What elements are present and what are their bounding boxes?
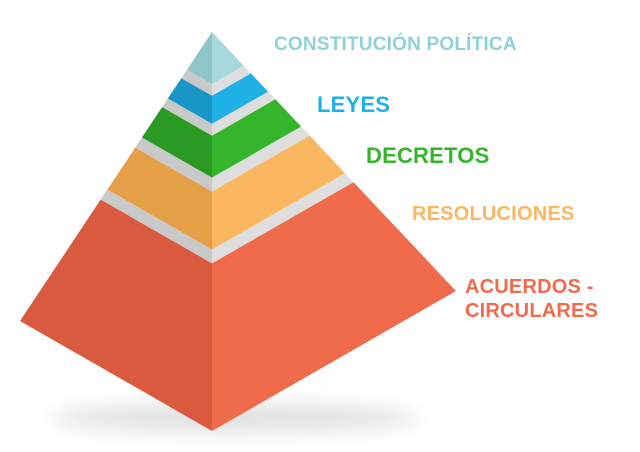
separator-right-1 bbox=[212, 126, 310, 192]
level-0-left-face bbox=[187, 32, 212, 84]
level-label-constitucion: CONSTITUCIÓN POLÍTICA bbox=[274, 34, 517, 55]
level-label-leyes: LEYES bbox=[317, 92, 391, 117]
level-2-right-face bbox=[212, 99, 302, 178]
separator-left-3 bbox=[181, 69, 212, 96]
level-1-right-face bbox=[212, 73, 269, 124]
separator-left-2 bbox=[162, 98, 212, 136]
level-1-left-face bbox=[167, 78, 212, 124]
separator-right-3 bbox=[212, 65, 251, 96]
separator-left-1 bbox=[135, 137, 212, 192]
separator-right-0 bbox=[212, 173, 354, 264]
separator-left-0 bbox=[100, 189, 212, 264]
level-2-left-face bbox=[141, 107, 212, 178]
level-label-decretos: DECRETOS bbox=[366, 143, 490, 168]
level-4-right-face bbox=[212, 182, 456, 431]
pyramid-shadow bbox=[50, 404, 420, 432]
level-label-acuerdos-line1: ACUERDOS - bbox=[465, 276, 594, 298]
level-label-acuerdos-circulares: ACUERDOS - CIRCULARES bbox=[465, 275, 598, 323]
level-0-right-face bbox=[212, 32, 244, 84]
level-3-right-face bbox=[212, 135, 345, 250]
level-4-left-face bbox=[20, 199, 212, 431]
level-label-acuerdos-line2: CIRCULARES bbox=[465, 300, 599, 322]
level-3-left-face bbox=[107, 147, 212, 250]
separator-right-2 bbox=[212, 91, 276, 136]
level-label-resoluciones: RESOLUCIONES bbox=[412, 203, 575, 225]
